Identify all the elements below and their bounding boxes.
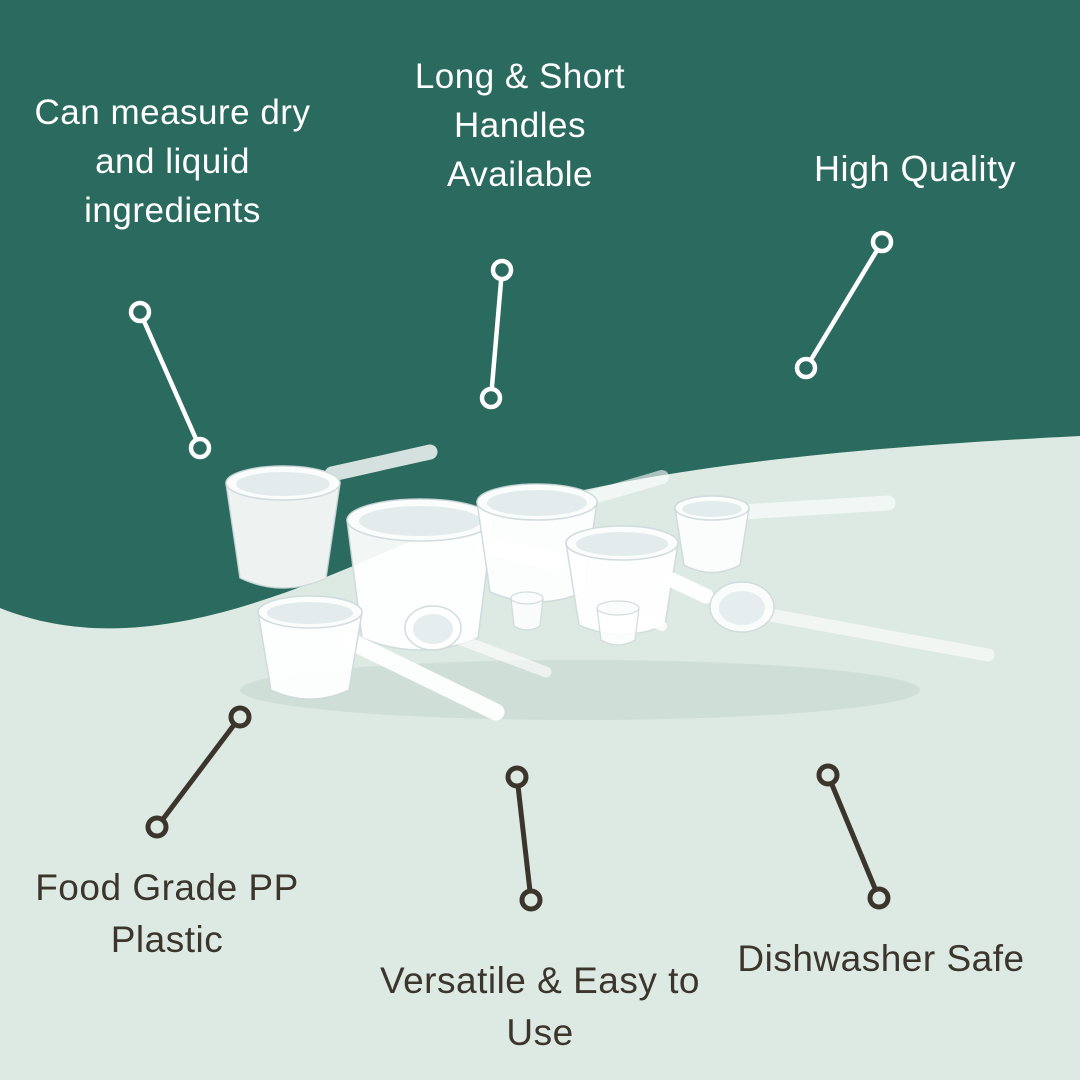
scoop-rim [596,600,640,616]
callout-text-line: Can measure dry [34,93,311,132]
callout-handles: Long & Short Handles Available [372,52,668,199]
scoops-group [225,444,995,721]
scoop-interior [267,602,353,624]
callout-text-line: Handles [454,106,586,145]
mint-wave-shape [0,436,1080,1080]
callout-text-line: Plastic [110,918,224,960]
callout-text-line: Versatile & Easy to [379,960,701,1001]
scoop-cup [596,607,640,646]
callout-text-line: and liquid [95,142,250,181]
scoop-cup [257,611,363,700]
scoop-interior [682,501,742,517]
callout-high-quality: High Quality [786,144,1044,194]
callout-text-line: Dishwasher Safe [737,938,1025,979]
scoop-handle-icon [583,470,669,505]
connector-bottom-center [505,765,543,912]
scoop-handle-icon [450,632,552,678]
callout-text-line: ingredients [84,191,261,230]
scoop-interior [576,532,668,556]
scoop-cup [510,597,544,631]
callout-text-line: Long & Short [414,57,626,96]
spoon-interior [719,591,765,625]
callout-text-line: Use [506,1011,574,1053]
scoop-cup [674,507,750,574]
scoop-handle-icon [664,572,714,604]
connector-bottom-left [145,705,252,839]
scoop-handle-icon [324,444,438,482]
scoop-handle-icon [734,495,896,520]
connector-top-center [479,258,514,410]
scoop-cup [225,482,341,589]
connector-top-right [794,230,894,380]
callout-dishwasher-safe: Dishwasher Safe [706,933,1056,985]
spoon-interior [413,614,453,644]
connector-bottom-right [816,763,891,910]
callout-food-grade: Food Grade PP Plastic [0,862,334,966]
scoop-handle-icon [763,608,995,662]
callout-text-line: Food Grade PP [35,867,299,908]
scoop-handle-icon [631,611,667,631]
scoop-interior [487,490,587,516]
scoop-interior [359,506,481,536]
callout-can-measure: Can measure dry and liquid ingredients [0,88,345,235]
scoop-rim [510,591,544,605]
callout-versatile: Versatile & Easy to Use [356,955,724,1059]
callout-text-line: High Quality [813,148,1017,189]
scoop-interior [236,472,330,496]
connector-top-left [128,300,212,460]
callout-text-line: Available [447,155,593,194]
scoop-handle-icon [343,633,505,721]
